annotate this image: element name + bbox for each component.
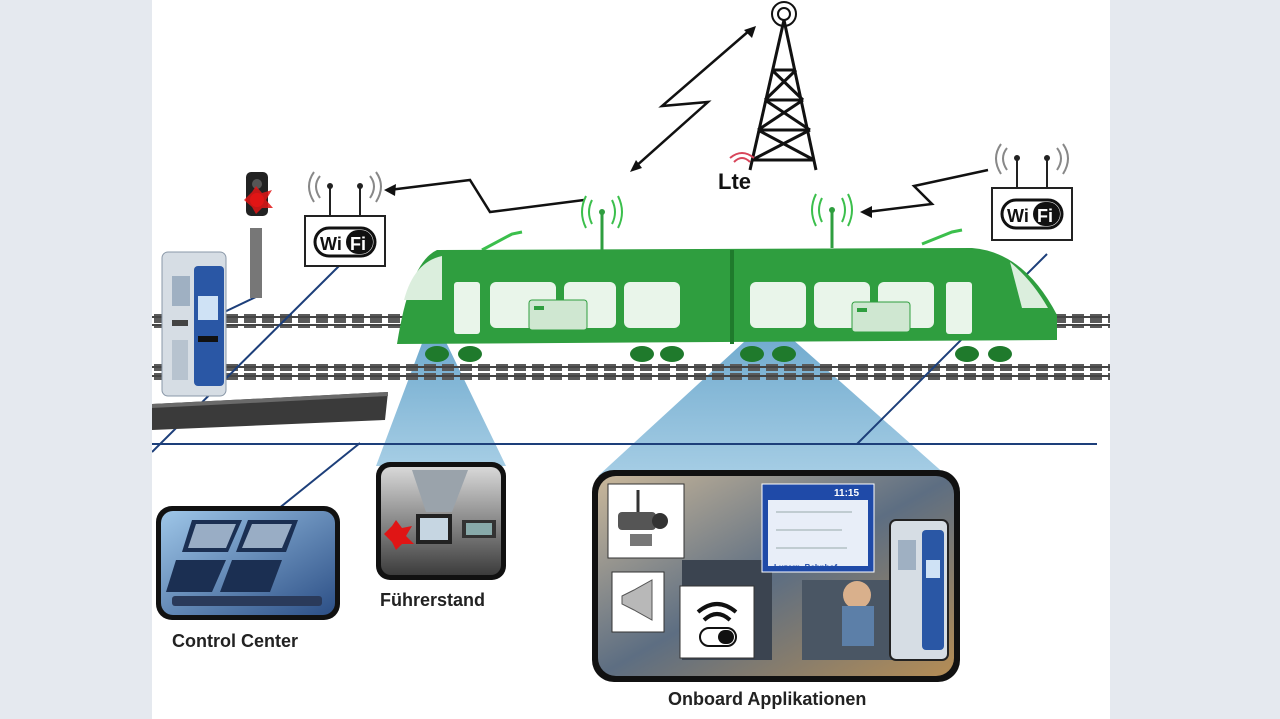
onboard-kiosk: [889, 519, 949, 661]
radio-links: [384, 26, 989, 218]
passenger-info-display: 11:15 Luzern, Bahnhof: [761, 483, 875, 573]
caption-fuehrerstand: Führerstand: [380, 590, 486, 610]
ticket-kiosk: [161, 251, 227, 397]
display-next-stop: Luzern, Bahnhof: [774, 563, 837, 572]
onboard-applikationen-image: 11:15 Luzern, Bahnhof: [592, 470, 960, 682]
wifi-waves-icon: [679, 585, 755, 659]
wifi-hotspot-right: Wi Fi: [991, 143, 1073, 241]
diagram-canvas: Wi Fi Wi Fi Lte: [152, 0, 1110, 719]
diagram-scene: Wi Fi Wi Fi Lte: [152, 1, 1110, 682]
speaker-icon: [611, 571, 665, 633]
svg-text:Fi: Fi: [1037, 206, 1053, 226]
tower-icon: [748, 1, 818, 171]
onboard-router-right: [851, 301, 911, 333]
svg-text:Wi: Wi: [1007, 206, 1029, 226]
signal-light-icon: [244, 172, 273, 298]
fuehrerstand-image: [376, 462, 506, 580]
lte-logo: Lte: [718, 152, 755, 194]
display-time: 11:15: [834, 488, 859, 499]
onboard-router-left: [528, 299, 588, 331]
camera-icon: [607, 483, 685, 559]
beam-onboard: [598, 330, 947, 476]
wifi-label-left-wi: Wi: [320, 234, 342, 254]
train: [397, 193, 1057, 362]
wifi-label-left-fi: Fi: [350, 234, 366, 254]
control-center-image: [156, 506, 340, 620]
caption-control-center: Control Center: [172, 631, 298, 651]
track-lower: [152, 364, 1110, 380]
beam-fuehrerstand: [376, 338, 506, 466]
wifi-hotspot-left: Wi Fi: [304, 171, 386, 267]
caption-onboard-applikationen: Onboard Applikationen: [668, 689, 867, 709]
lte-label: Lte: [718, 169, 751, 194]
